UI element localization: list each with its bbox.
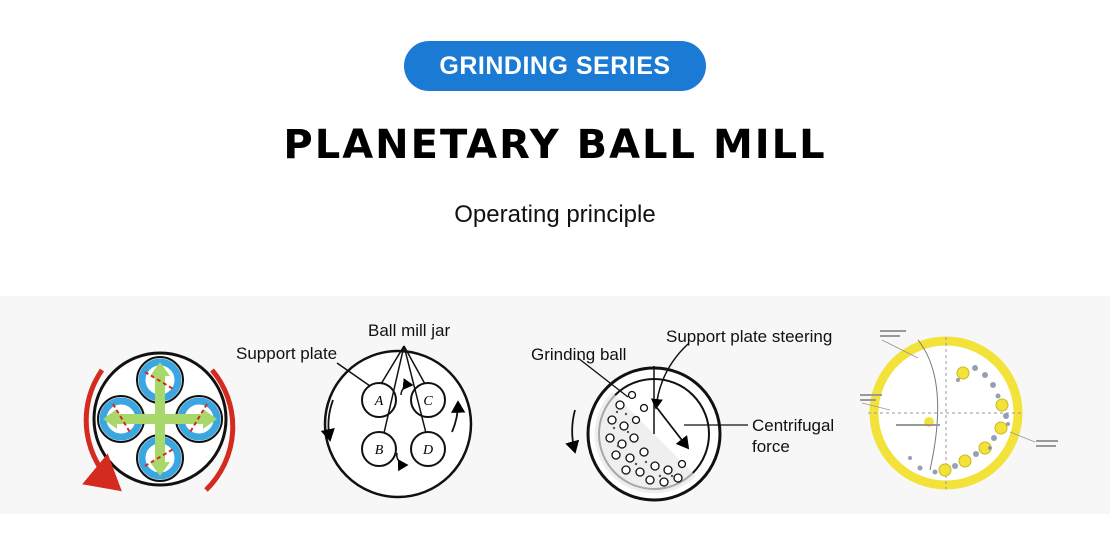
support-plate-steering-label: Support plate steering (666, 327, 833, 346)
support-plate-circle (323, 349, 473, 499)
jar-label-d: D (422, 443, 433, 458)
rotation-arrow-left (82, 368, 122, 492)
rotation-arrow-right (450, 400, 466, 433)
force-cross (103, 362, 217, 476)
centrifugal-label-line1: Centrifugal (752, 416, 835, 435)
jar-label-a: A (374, 394, 384, 409)
page-subtitle: Operating principle (454, 201, 656, 228)
support-plate-label: Support plate (236, 344, 338, 363)
jar-b (361, 431, 397, 467)
jar-d (410, 431, 446, 467)
series-badge: GRINDING SERIES (404, 41, 706, 91)
centrifugal-label-line2: force (752, 437, 790, 456)
support-plate-diagram: A C B D (320, 345, 473, 499)
grinding-ball-label: Grinding ball (531, 345, 627, 364)
ball-mill-jar-label: Ball mill jar (368, 321, 451, 340)
centrifugal-arrow (653, 403, 690, 450)
particle-cluster (908, 365, 1010, 475)
powder-dots (612, 410, 674, 478)
planetary-motion-diagram (82, 351, 236, 492)
ball-trajectory-diagram (860, 330, 1058, 490)
jar-a (361, 382, 397, 418)
jar-label-c: C (423, 394, 433, 409)
yellow-balls (938, 366, 1009, 477)
page-title: PLANETARY BALL MILL (283, 122, 827, 168)
fine-text-marks (860, 330, 1058, 447)
grinding-balls (605, 390, 687, 487)
jar-c (410, 382, 446, 418)
jar-label-b: B (375, 443, 384, 458)
rotation-arrow (565, 409, 580, 454)
rotation-arrow-right (204, 368, 236, 492)
rotation-arrow-left (320, 399, 335, 442)
leader-lines (336, 345, 427, 434)
grinding-jar-diagram (565, 343, 748, 502)
